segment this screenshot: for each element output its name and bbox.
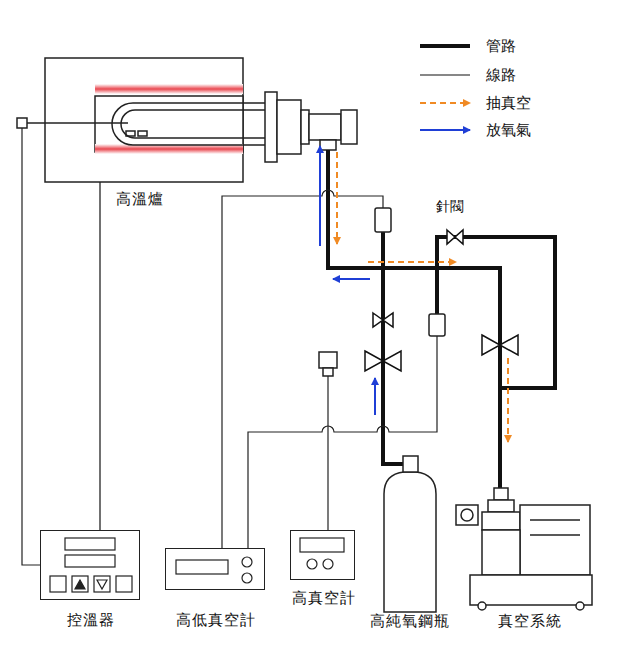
furnace: 高溫爐 xyxy=(15,58,360,182)
vacuum-gauge: 高真空計 xyxy=(290,530,355,580)
gauge-panel xyxy=(176,538,344,583)
valve-symbol xyxy=(365,230,518,371)
legend-text: 線路 xyxy=(486,66,516,85)
pipe xyxy=(328,182,500,488)
oxygen-cylinder: 高純氧鋼瓶 xyxy=(380,462,440,612)
node-label: 高真空計 xyxy=(292,589,356,608)
vacuum-system: 真空系統 xyxy=(455,488,592,610)
legend-sample xyxy=(420,46,470,130)
vacuum-gauge: 高低真空計 xyxy=(165,548,265,590)
thermocouple-wire xyxy=(22,128,40,565)
node-label: 真空系統 xyxy=(498,612,562,631)
temperature-controller: 控溫器 xyxy=(40,530,140,600)
node-label: 高溫爐 xyxy=(116,190,164,209)
vacuum-pump xyxy=(456,488,592,610)
node-label: 高純氧鋼瓶 xyxy=(370,612,450,631)
flow-arrow xyxy=(320,146,508,442)
part-label: 針閥 xyxy=(436,198,464,216)
gas-cylinder xyxy=(384,456,436,612)
legend-text: 管路 xyxy=(486,37,516,56)
legend-text: 放氧氣 xyxy=(486,121,531,140)
node-label: 控溫器 xyxy=(67,611,115,630)
furnace-figure xyxy=(17,58,357,182)
controller-panel xyxy=(50,538,132,592)
signal-wire xyxy=(99,182,100,530)
legend-text: 抽真空 xyxy=(486,94,531,113)
pipe-segments xyxy=(328,150,555,464)
node-label: 高低真空計 xyxy=(176,611,256,630)
